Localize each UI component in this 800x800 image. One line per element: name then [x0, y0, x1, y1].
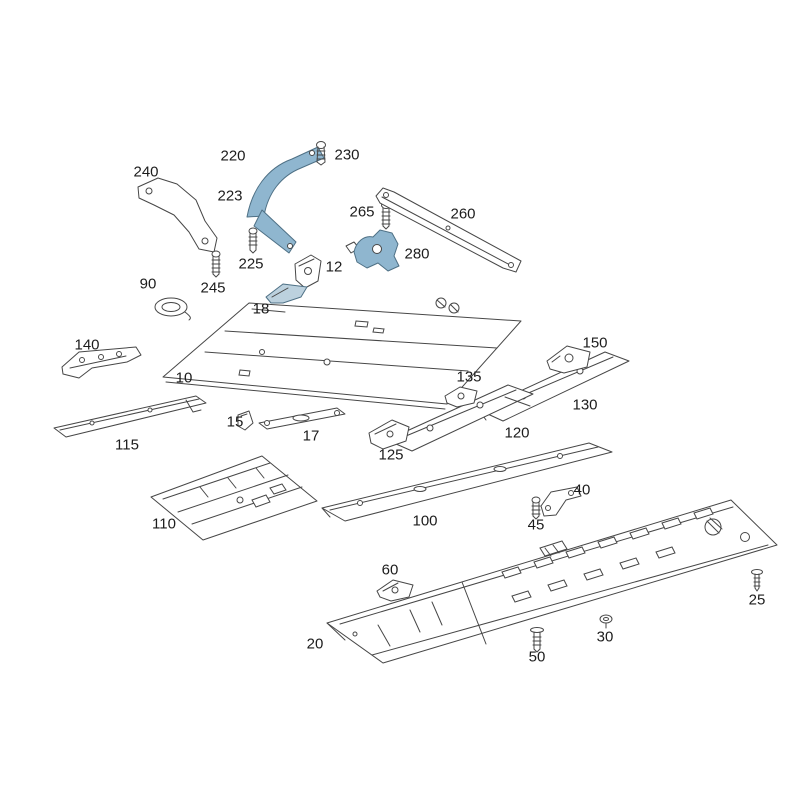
part-150-bracket-shape [546, 345, 591, 374]
part-label-280[interactable]: 280 [404, 245, 430, 263]
part-140-bracket-shape [61, 346, 142, 379]
part-220-223-bracket-highlighted-shape [246, 146, 325, 254]
part-label-240[interactable]: 240 [133, 163, 159, 181]
part-115-sill-rail-shape [53, 395, 207, 438]
part-label-90[interactable]: 90 [139, 275, 157, 293]
part-label-18[interactable]: 18 [252, 300, 270, 318]
part-45-bolt-shape [531, 496, 541, 520]
part-label-150[interactable]: 150 [582, 334, 608, 352]
part-230-bolt-shape [316, 141, 326, 166]
part-label-25[interactable]: 25 [748, 591, 766, 609]
part-135-bracket-shape [444, 386, 478, 408]
part-label-265[interactable]: 265 [349, 203, 375, 221]
part-label-135[interactable]: 135 [456, 368, 482, 386]
part-label-120[interactable]: 120 [504, 424, 530, 442]
part-label-115[interactable]: 115 [115, 436, 139, 454]
part-20-underbody-panel-shape [326, 499, 778, 664]
part-label-60[interactable]: 60 [381, 561, 399, 579]
part-225-bolt-shape [248, 227, 258, 254]
part-90-grommet-shape [154, 297, 191, 321]
part-12-bracket-shape [294, 254, 322, 289]
part-label-15[interactable]: 15 [226, 413, 244, 431]
part-label-220[interactable]: 220 [220, 147, 246, 165]
part-label-17[interactable]: 17 [302, 427, 320, 445]
part-label-45[interactable]: 45 [527, 516, 545, 534]
part-label-245[interactable]: 245 [200, 279, 226, 297]
part-50-screw-shape [530, 627, 544, 653]
part-label-230[interactable]: 230 [334, 146, 360, 164]
part-label-20[interactable]: 20 [306, 635, 324, 653]
part-110-floor-panel-shape [150, 455, 318, 541]
part-label-140[interactable]: 140 [74, 336, 100, 354]
part-60-bracket-shape [376, 579, 414, 602]
part-label-50[interactable]: 50 [528, 648, 546, 666]
part-240-strap-shape [137, 177, 218, 253]
part-30-clip-shape [599, 614, 613, 629]
part-40-bracket-shape [540, 486, 582, 517]
part-label-12[interactable]: 12 [325, 258, 343, 276]
part-label-223[interactable]: 223 [217, 187, 243, 205]
part-18-bracket-highlighted-shape [265, 283, 308, 304]
part-label-260[interactable]: 260 [450, 205, 476, 223]
part-label-130[interactable]: 130 [572, 396, 598, 414]
part-245-bolt-shape [211, 250, 221, 278]
part-label-225[interactable]: 225 [238, 255, 264, 273]
part-label-40[interactable]: 40 [573, 481, 591, 499]
part-label-10[interactable]: 10 [175, 369, 193, 387]
part-label-100[interactable]: 100 [412, 512, 438, 530]
part-100-rail-shape [321, 442, 613, 522]
part-280-bracket-highlighted-shape [345, 229, 400, 272]
part-17-bar-shape [258, 407, 346, 430]
part-label-110[interactable]: 110 [152, 515, 176, 533]
part-125-bracket-shape [368, 419, 410, 450]
part-label-30[interactable]: 30 [596, 628, 614, 646]
part-label-125[interactable]: 125 [378, 446, 404, 464]
part-10-floor-panel-shape [162, 297, 522, 410]
part-260-strap-shape [375, 187, 522, 273]
part-15-bracket-shape [237, 410, 254, 431]
part-25-screw-shape [751, 569, 763, 592]
